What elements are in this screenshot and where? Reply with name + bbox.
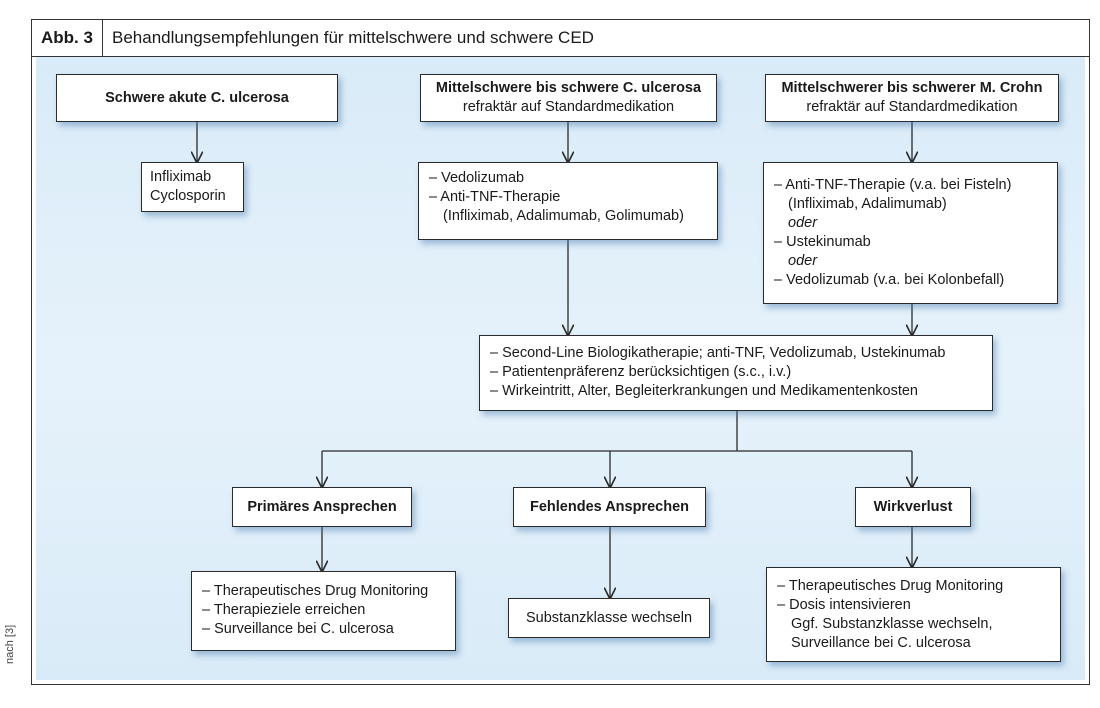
therapy-item: – Anti-TNF-Therapie [429,189,561,205]
box-outcome-loss: Wirkverlust [855,487,971,527]
box-actions-loss: – Therapeutisches Drug Monitoring – Dosi… [766,567,1061,662]
box-actions-primary: – Therapeutisches Drug Monitoring – Ther… [191,571,456,651]
therapy-item: Cyclosporin [150,188,226,204]
action-item: – Therapeutisches Drug Monitoring [202,583,429,599]
box-moderate-uc-title: Mittelschwere bis schwere C. ulcerosa [435,80,702,96]
action-item: – Therapieziele erreichen [202,602,366,618]
outcome-primary-title: Primäres Ansprechen [247,498,397,515]
box-moderate-uc-subtitle: refraktär auf Standardmedikation [462,99,675,115]
therapy-item: – Ustekinumab [774,234,871,250]
therapy-item: oder [788,215,818,231]
figure-label: Abb. 3 [32,20,103,56]
therapy-item: oder [788,253,818,269]
box-moderate-cd-title: Mittelschwerer bis schwerer M. Crohn [781,80,1043,96]
figure-title: Behandlungsempfehlungen für mittelschwer… [112,28,594,47]
therapy-item: – Vedolizumab (v.a. bei Kolonbefall) [774,272,1005,288]
box-moderate-cd-subtitle: refraktär auf Standardmedikation [806,99,1018,115]
second-line-item: – Wirkeintritt, Alter, Begleiterkrankung… [490,383,918,399]
action-item: – Surveillance bei C. ulcerosa [202,621,394,637]
box-moderate-uc: Mittelschwere bis schwere C. ulcerosa re… [420,74,717,122]
therapy-item: (Infliximab, Adalimumab, Golimumab) [443,208,684,224]
box-moderate-cd: Mittelschwerer bis schwerer M. Crohn ref… [765,74,1059,122]
box-actions-none: Substanzklasse wechseln [508,598,710,638]
action-item: Substanzklasse wechseln [525,609,693,626]
therapy-item: (Infliximab, Adalimumab) [788,196,947,212]
outcome-none-title: Fehlendes Ansprechen [529,498,689,515]
box-outcome-none: Fehlendes Ansprechen [513,487,706,527]
box-second-line: – Second-Line Biologikatherapie; anti-TN… [479,335,993,411]
action-item: – Therapeutisches Drug Monitoring [777,578,1004,594]
action-item: – Dosis intensivieren [777,597,911,613]
box-therapy-moderate-cd: – Anti-TNF-Therapie (v.a. bei Fisteln) (… [763,162,1058,304]
action-item: Ggf. Substanzklasse wechseln, [791,616,993,632]
outcome-loss-title: Wirkverlust [873,498,953,515]
second-line-item: – Second-Line Biologikatherapie; anti-TN… [490,345,946,361]
action-item: Surveillance bei C. ulcerosa [791,635,971,651]
therapy-item: – Vedolizumab [429,170,525,186]
therapy-item: Infliximab [150,169,212,185]
second-line-item: – Patientenpräferenz berücksichtigen (s.… [490,364,792,380]
box-severe-uc: Schwere akute C. ulcerosa [56,74,338,122]
therapy-item: – Anti-TNF-Therapie (v.a. bei Fisteln) [774,177,1012,193]
box-therapy-moderate-uc: – Vedolizumab – Anti-TNF-Therapie (Infli… [418,162,718,240]
figure-header: Abb. 3 Behandlungsempfehlungen für mitte… [31,19,1090,57]
box-severe-uc-title: Schwere akute C. ulcerosa [105,89,289,106]
box-therapy-severe-uc: Infliximab Cyclosporin [141,162,244,212]
box-outcome-primary: Primäres Ansprechen [232,487,412,527]
